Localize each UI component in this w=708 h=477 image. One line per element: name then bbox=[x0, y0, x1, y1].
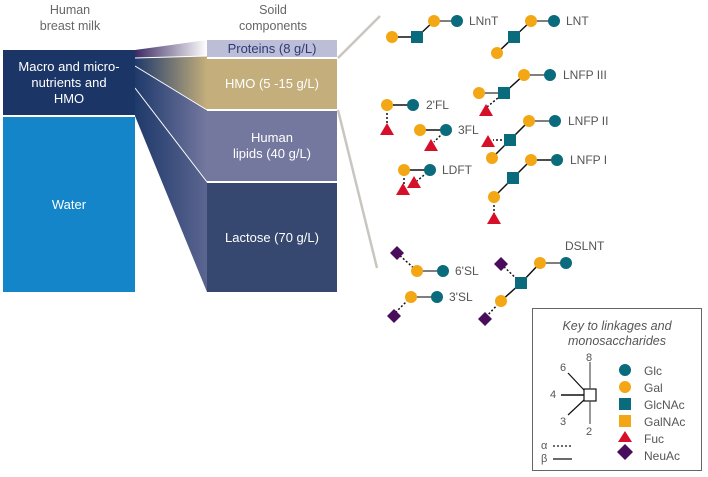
neuac-icon bbox=[617, 444, 633, 460]
label-lnfp-iii: LNFP III bbox=[563, 68, 607, 82]
legend-glc: Glc bbox=[644, 364, 662, 378]
monosaccharide-legend: Glc Gal GlcNAc GalNAc Fuc NeuAc bbox=[617, 364, 685, 463]
gal-icon bbox=[619, 381, 631, 393]
position-4: 4 bbox=[550, 389, 556, 401]
block-hmo: HMO (5 -15 g/L) bbox=[207, 59, 337, 109]
block-macro-micro-nutrients: Macro and micro- nutrients and HMO bbox=[3, 50, 135, 115]
legend-glcnac: GlcNAc bbox=[644, 398, 685, 412]
position-3: 3 bbox=[560, 416, 566, 428]
label-lnnt: LNnT bbox=[469, 14, 499, 28]
zoom-line-top bbox=[337, 15, 381, 59]
structure-lnfp-i: LNFP I bbox=[487, 153, 607, 224]
label-lnfp-i: LNFP I bbox=[570, 153, 607, 167]
structure-lnfp-iii: LNFP III bbox=[473, 68, 607, 116]
monosaccharide-ring-icon bbox=[583, 388, 597, 402]
connector-lactose bbox=[135, 88, 207, 292]
legend-gal: Gal bbox=[644, 381, 663, 395]
block-proteins: Proteins (8 g/L) bbox=[207, 40, 337, 57]
position-2: 2 bbox=[586, 426, 592, 438]
label-dslnt: DSLNT bbox=[565, 239, 605, 253]
block-human-lipids: Human lipids (40 g/L) bbox=[207, 111, 337, 181]
block-lactose: Lactose (70 g/L) bbox=[207, 183, 337, 292]
alpha-label: α bbox=[541, 440, 548, 452]
connector-lipids bbox=[135, 66, 207, 182]
structure-3fl: 3FL bbox=[414, 123, 479, 151]
structure-dslnt: DSLNT bbox=[478, 239, 605, 326]
header-solid-components: Soild components bbox=[238, 3, 308, 33]
linkage-position-diagram: 8 6 4 3 2 bbox=[550, 352, 597, 438]
legend-neuac: NeuAc bbox=[644, 449, 680, 463]
position-6: 6 bbox=[560, 362, 566, 374]
structure-lnt: LNT bbox=[491, 14, 589, 59]
connector-proteins bbox=[135, 40, 207, 58]
linkage-legend: α β bbox=[541, 440, 572, 465]
fuc-icon bbox=[618, 431, 632, 442]
beta-label: β bbox=[541, 453, 547, 465]
label-lnt: LNT bbox=[566, 14, 589, 28]
structure-ldft: LDFT bbox=[396, 163, 473, 195]
structure-lnnt: LNnT bbox=[386, 14, 499, 43]
key-box bbox=[532, 308, 702, 471]
zoom-line-bottom bbox=[336, 109, 379, 269]
label-lnfp-ii: LNFP II bbox=[568, 114, 608, 128]
header-human-breast-milk: Human breast milk bbox=[39, 3, 101, 33]
connector-hmo bbox=[135, 56, 207, 110]
legend-fuc: Fuc bbox=[644, 432, 664, 446]
structure-3sl: 3'SL bbox=[387, 290, 473, 323]
galnac-icon bbox=[619, 415, 631, 427]
label-3fl: 3FL bbox=[458, 123, 479, 137]
block-water: Water bbox=[3, 117, 135, 292]
structure-lnfp-ii: LNFP II bbox=[481, 114, 608, 164]
glc-icon bbox=[619, 364, 631, 376]
structure-2fl: 2'FL bbox=[380, 98, 449, 135]
glcnac-icon bbox=[619, 398, 631, 410]
structure-6sl: 6'SL bbox=[390, 246, 479, 278]
legend-galnac: GalNAc bbox=[644, 415, 685, 429]
label-6sl: 6'SL bbox=[455, 264, 479, 278]
label-2fl: 2'FL bbox=[426, 98, 449, 112]
label-3sl: 3'SL bbox=[449, 290, 473, 304]
label-ldft: LDFT bbox=[442, 163, 473, 177]
key-title: Key to linkages and monosaccharides bbox=[562, 319, 672, 348]
position-8: 8 bbox=[586, 352, 592, 364]
